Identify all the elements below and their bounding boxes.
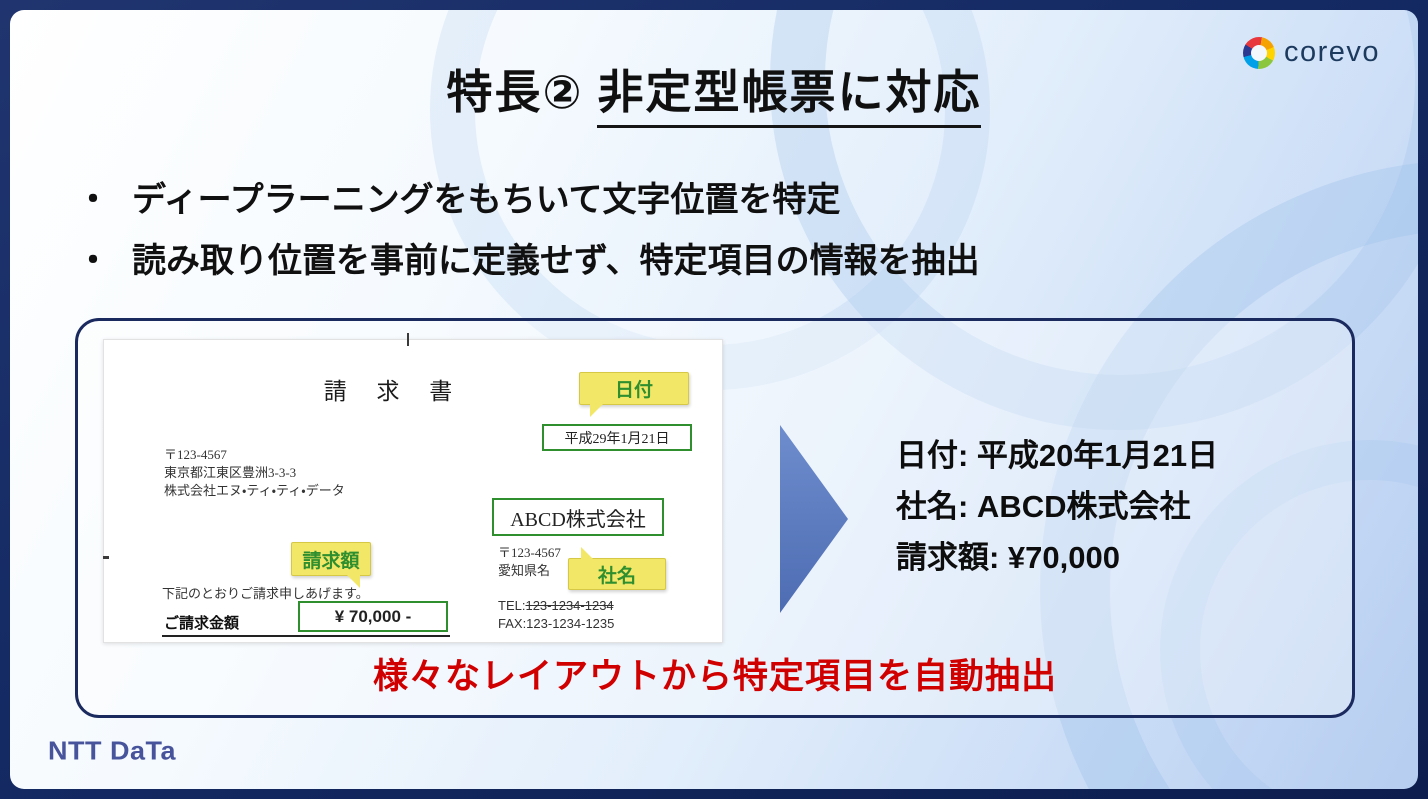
invoice-amount-label: ご請求金額 <box>164 615 240 632</box>
sender-postal: 〒123-4567 <box>164 447 227 462</box>
bullet-text: 読み取り位置を事前に定義せず、特定項目の情報を抽出 <box>132 241 980 280</box>
sender-company: 株式会社エヌ・ティ・ティ・データ <box>164 482 345 498</box>
bullet-list: ・ ディープラーニングをもちいて文字位置を特定 ・ 読み取り位置を事前に定義せず… <box>68 170 980 291</box>
invoice-fax: FAX:123-1234-1235 <box>498 615 615 631</box>
corevo-icon <box>1242 36 1275 69</box>
callout-company-label: 社名 <box>568 547 666 590</box>
amount-detection-box: ¥ 70,000 - <box>298 601 448 632</box>
result-line-company: 社名: ABCD株式会社 <box>896 488 1191 524</box>
arrow-right-icon <box>780 425 848 613</box>
company-detection-box: ABCD株式会社 <box>492 498 664 536</box>
callout-date-label: 日付 <box>579 372 689 417</box>
invoice-sender-block: 〒123-4567 東京都江東区豊洲3-3-3 株式会社エヌ・ティ・ティ・データ <box>164 446 345 500</box>
bullet-text: ディープラーニングをもちいて文字位置を特定 <box>132 181 841 219</box>
tel-label: TEL: <box>498 598 526 613</box>
bullet-item: ・ 読み取り位置を事前に定義せず、特定項目の情報を抽出 <box>68 231 980 292</box>
caption-autoextract: 様々なレイアウトから特定項目を自動抽出 <box>372 657 1057 696</box>
corevo-logo: corevo <box>1242 36 1380 69</box>
callout-amount-label: 請求額 <box>291 542 371 588</box>
scan-artifact <box>407 333 409 346</box>
bullet-dot-icon: ・ <box>76 181 110 219</box>
sender-address: 東京都江東区豊洲3-3-3 <box>164 464 297 480</box>
date-detection-box: 平成29年1月21日 <box>542 424 692 451</box>
recipient-region: 愛知県名 <box>498 562 551 578</box>
invoice-tel: TEL:123-1234-1234 <box>498 597 614 615</box>
invoice-recipient-block: 〒123-4567 愛知県名 <box>498 544 561 579</box>
slide-title-prefix: 特長② <box>446 66 584 118</box>
corevo-wordmark: corevo <box>1283 36 1380 68</box>
invoice-telfax-block: TEL:123-1234-1234 FAX:123-1234-1235 <box>498 597 614 632</box>
ntt-data-logo: NTT DaTa <box>48 736 177 766</box>
tel-number: 123-1234-1234 <box>525 598 614 613</box>
invoice-amount-value: ¥ 70,000 - <box>334 606 412 626</box>
invoice-document: 請 求 書 〒123-4567 東京都江東区豊洲3-3-3 株式会社エヌ・ティ・… <box>103 333 723 643</box>
slide-title-main: 非定型帳票に対応 <box>597 66 982 128</box>
result-line-amount: 請求額: ¥70,000 <box>896 539 1120 575</box>
invoice-date-value: 平成29年1月21日 <box>564 431 670 447</box>
result-line-date: 日付: 平成20年1月21日 <box>896 438 1219 473</box>
invoice-company-value: ABCD株式会社 <box>510 508 646 531</box>
recipient-postal: 〒123-4567 <box>498 545 561 560</box>
scan-artifact <box>103 556 109 559</box>
invoice-title: 請 求 書 <box>323 379 465 404</box>
amount-underline <box>162 635 450 637</box>
bullet-dot-icon: ・ <box>76 241 110 280</box>
bullet-item: ・ ディープラーニングをもちいて文字位置を特定 <box>68 170 980 231</box>
invoice-request-note: 下記のとおりご請求申しあげます。 <box>162 586 369 601</box>
example-box: 請 求 書 〒123-4567 東京都江東区豊洲3-3-3 株式会社エヌ・ティ・… <box>75 318 1355 718</box>
extraction-result: 日付: 平成20年1月21日 社名: ABCD株式会社 請求額: ¥70,000 <box>896 431 1218 583</box>
